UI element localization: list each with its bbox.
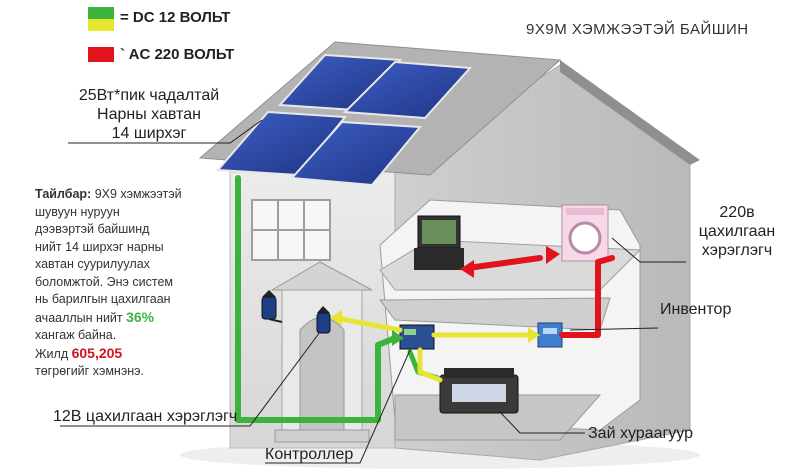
ac-load-line1: 220в	[719, 204, 755, 221]
dc-yellow-wire-battery	[417, 347, 443, 383]
washing-machine	[561, 204, 609, 262]
note-line1: 9Х9 хэмжээтэй	[91, 187, 182, 201]
solar-panel-3	[215, 110, 347, 177]
inverter-label: Инвентор	[660, 301, 732, 318]
roof-edge	[560, 60, 700, 165]
panel-label-line3: 14 ширхэг	[111, 125, 187, 142]
legend-dc-label: = DC 12 ВОЛЬТ	[120, 9, 231, 26]
dc-green-wire-panel	[235, 175, 398, 423]
ac-load-line3: хэрэглэгч	[701, 242, 773, 259]
note-line9: хангаж байна.	[35, 328, 117, 342]
solar-panels	[215, 53, 473, 187]
controller-leader	[265, 349, 411, 464]
front-porch	[270, 261, 373, 443]
solar-panel-2	[342, 60, 473, 120]
note-line11: төгрөгийг хэмнэнэ.	[35, 364, 144, 378]
ac-red-wire-tv	[465, 255, 543, 271]
tv-appliance	[414, 215, 464, 270]
solar-panel-4	[289, 120, 423, 187]
battery-device	[439, 368, 519, 414]
note-percent: 36%	[126, 308, 155, 325]
note-line3: дээвэртэй байшинд	[35, 222, 150, 236]
ac-red-wire	[559, 255, 615, 338]
battery-label: Зай хураагуур	[588, 425, 694, 442]
note-amount: 605,205	[71, 344, 123, 361]
legend-ac-label: ` AC 220 ВОЛЬТ	[120, 46, 235, 63]
inverter-device	[537, 322, 563, 348]
legend-swatch-ac-red	[88, 47, 114, 62]
ac-load-label: 220в цахилгаан хэрэглэгч	[687, 203, 787, 260]
diagram-title: 9Х9М ХЭМЖЭЭТЭЙ БАЙШИН	[526, 21, 749, 38]
solar-panel-1	[277, 53, 403, 112]
explanation-note: Тайлбар: 9Х9 хэмжээтэй шувуун нуруун дээ…	[35, 186, 182, 381]
note-heading: Тайлбар:	[35, 187, 92, 201]
panel-label-line1: 25Вт*пик чадалтай	[78, 87, 220, 104]
wiring	[235, 175, 615, 423]
window	[251, 199, 331, 261]
leader-lines	[60, 119, 686, 464]
ac-load-line2: цахилгаан	[698, 223, 776, 240]
legend-swatch-dc-yellow	[88, 19, 114, 31]
wire-arrows	[330, 246, 560, 346]
panel-label-line2: Нарны хавтан	[97, 106, 201, 123]
controller-label: Контроллер	[265, 446, 354, 463]
wall-lamp-right	[316, 306, 331, 334]
note-line4: нийт 14 ширхэг нарны	[35, 239, 164, 254]
dc-load-leader	[60, 331, 321, 427]
dc-load-label: 12В цахилгаан хэрэглэгч	[53, 408, 238, 425]
note-line2: шувуун нуруун	[35, 204, 120, 219]
panel-leader	[68, 119, 263, 144]
ac-load-leader	[611, 237, 686, 263]
dc-yellow-wire-lamp	[333, 315, 403, 333]
note-line8: ачааллын нийт	[35, 310, 127, 325]
panel-label: 25Вт*пик чадалтай Нарны хавтан 14 ширхэг	[70, 86, 228, 143]
inverter-leader	[569, 327, 659, 331]
wall-lamp-left	[261, 290, 283, 323]
legend-swatch-dc-green	[88, 7, 114, 19]
note-line10: Жилд	[35, 346, 72, 361]
controller-device	[399, 324, 435, 350]
note-line6: боломжтой. Энэ систем	[35, 274, 173, 289]
battery-leader	[499, 411, 585, 434]
note-line5: хавтан суурилуулах	[35, 257, 150, 271]
note-line7: нь барилгын цахилгаан	[35, 292, 171, 306]
